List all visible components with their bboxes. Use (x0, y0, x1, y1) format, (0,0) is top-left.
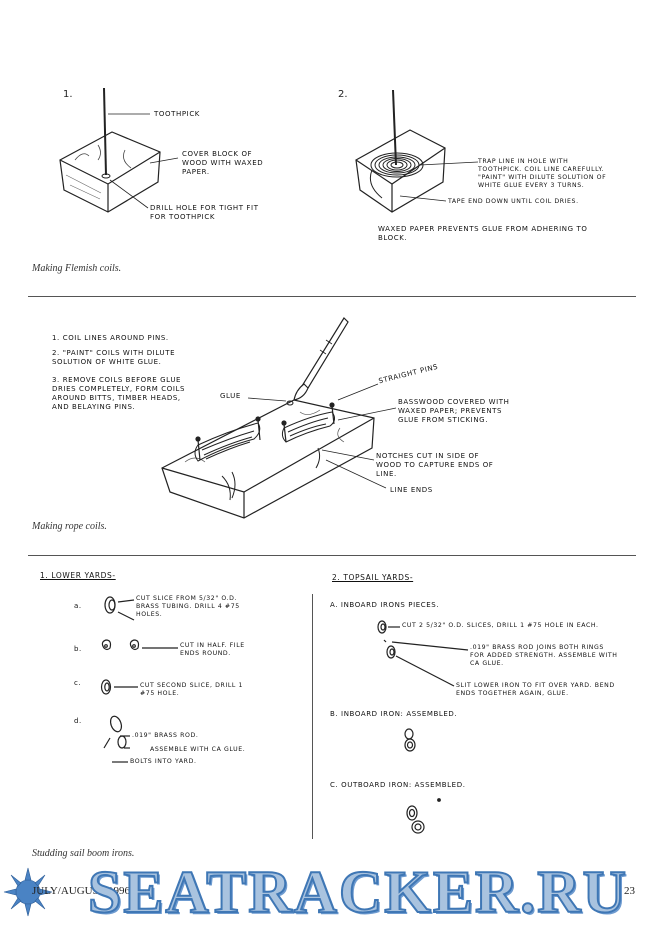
seatracker-watermark: SEATRACKER.RU (88, 858, 628, 927)
